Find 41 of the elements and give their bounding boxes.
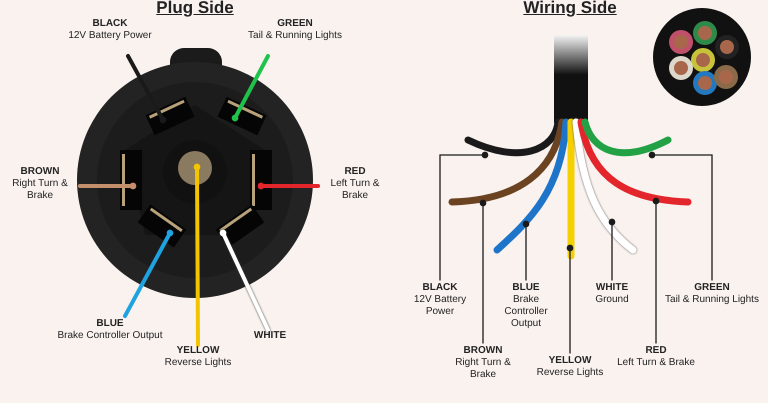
section-heading: Wiring Side <box>523 0 617 18</box>
wire-color-name: BLUE <box>95 318 125 330</box>
wire-function-text: Left Turn & Brake <box>616 357 696 369</box>
wire-color-name: WHITE <box>252 330 288 342</box>
leader-line <box>522 220 530 281</box>
section-heading: Plug Side <box>156 0 234 18</box>
wire-color-name: GREEN <box>276 18 314 30</box>
leader-line <box>78 182 136 190</box>
wire-color-name: BROWN <box>462 345 504 357</box>
wire-function-text: Right Turn & Brake <box>454 357 512 381</box>
wire-color-name: BLACK <box>422 282 458 294</box>
wire-color-name: WHITE <box>594 282 630 294</box>
leader-line <box>566 244 574 354</box>
wire-color-name: YELLOW <box>548 355 592 367</box>
wire-function-text: 12V Battery Power <box>412 294 468 318</box>
wire-color-name: BLUE <box>511 282 541 294</box>
wire-color-name: BROWN <box>20 166 60 178</box>
leader-line <box>652 198 660 344</box>
wire-color-name: RED <box>644 345 668 357</box>
leader-line <box>220 230 270 332</box>
wire-function-text: Brake Controller Output <box>503 294 549 330</box>
leader-line <box>439 152 488 281</box>
wire-color-name: GREEN <box>693 282 731 294</box>
wire-color-name: BLACK <box>92 18 128 30</box>
wire-function-text: Ground <box>594 294 630 306</box>
leader-line <box>194 164 200 347</box>
wire-function-text: Brake Controller Output <box>56 330 164 342</box>
leader-line <box>232 54 270 122</box>
wire-function-text: Tail & Running Lights <box>247 30 343 42</box>
wire-function-text: Right Turn & Brake <box>11 178 69 202</box>
leader-line <box>480 200 486 344</box>
leader-line <box>648 152 713 281</box>
leader-line <box>123 230 174 318</box>
wire-function-text: Left Turn & Brake <box>330 178 380 202</box>
wire-function-text: Reverse Lights <box>536 367 604 379</box>
leader-line <box>608 218 616 281</box>
wire-function-text: 12V Battery Power <box>67 30 153 42</box>
wire-function-text: Reverse Lights <box>164 357 232 369</box>
wire-function-text: Tail & Running Lights <box>664 294 760 306</box>
wire-color-name: RED <box>343 166 367 178</box>
wire-color-name: YELLOW <box>176 345 220 357</box>
